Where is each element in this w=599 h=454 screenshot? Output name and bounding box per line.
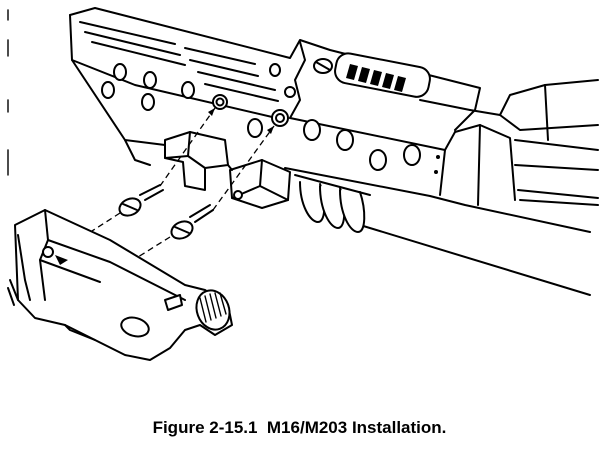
rifle-handguard [69, 7, 599, 296]
screw-lower [170, 204, 214, 240]
sight-unit [7, 209, 233, 361]
figure-caption: Figure 2-15.1 M16/M203 Installation. [152, 418, 447, 437]
grip-ribs [294, 174, 371, 233]
mounting-bracket [164, 131, 291, 209]
screw-upper [118, 184, 164, 217]
installation-illustration [7, 7, 599, 361]
screw-holes [212, 86, 296, 127]
vent-holes [101, 63, 440, 174]
mounting-screws [118, 184, 214, 240]
